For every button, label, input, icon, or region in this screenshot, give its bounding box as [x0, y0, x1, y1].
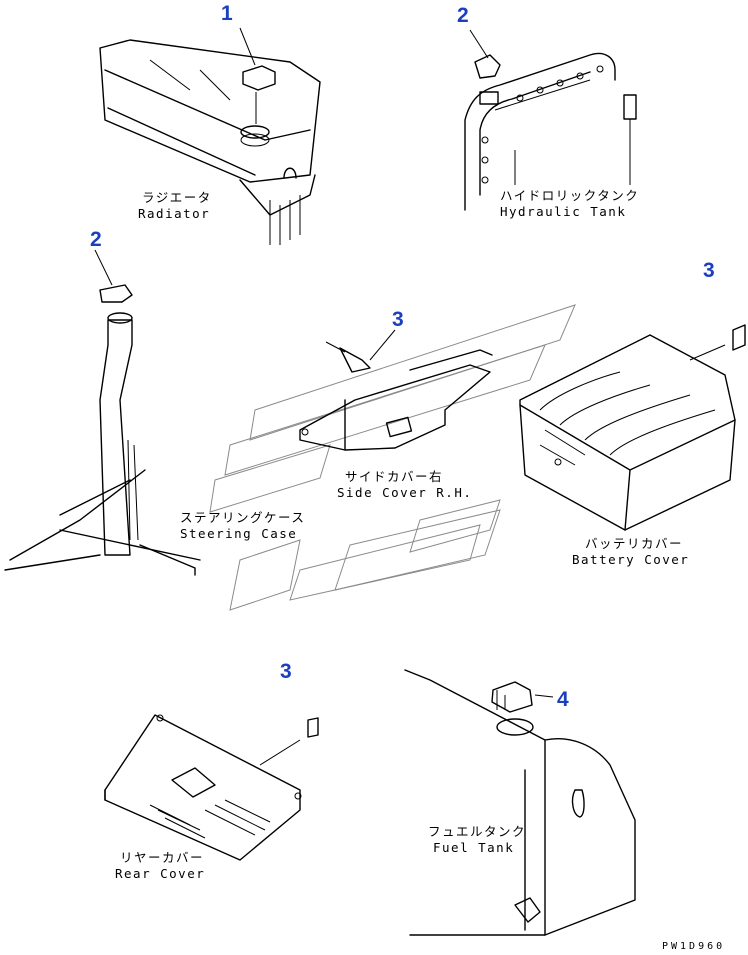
rear-cover-label-jp: リヤーカバー [120, 850, 204, 865]
hydraulic-tank-drawing [464, 29, 637, 211]
side-cover-drawing [299, 329, 493, 451]
radiator-label-en: Radiator [138, 206, 210, 221]
battery-cover-label-jp: バッテリカバー [585, 536, 683, 551]
battery-cover-drawing [519, 324, 746, 531]
side-cover-label-en: Side Cover R.H. [337, 485, 472, 500]
steering-case-label-en: Steering Case [180, 526, 297, 541]
side-cover-label-jp: サイドカバー右 [345, 469, 443, 484]
callout-3-side-cover: 3 [392, 308, 404, 331]
hydraulic-tank-label-en: Hydraulic Tank [500, 204, 626, 219]
rear-cover-label-en: Rear Cover [115, 866, 205, 881]
callout-3-battery: 3 [703, 259, 715, 282]
rear-cover-drawing [104, 714, 319, 861]
hydraulic-tank-label-jp: ハイドロリックタンク [500, 188, 639, 203]
fuel-tank-label-jp: フュエルタンク [428, 824, 526, 839]
fuel-tank-drawing [404, 669, 636, 936]
radiator-drawing [99, 27, 321, 245]
drawing-code: PW1D960 [662, 941, 725, 952]
callout-4: 4 [557, 688, 569, 711]
callout-3-rear-cover: 3 [280, 660, 292, 683]
steering-case-label-jp: ステアリングケース [180, 510, 305, 525]
callout-2-steering: 2 [90, 228, 102, 251]
battery-cover-label-en: Battery Cover [572, 552, 689, 567]
callout-2-hydraulic: 2 [457, 4, 469, 27]
steering-case-drawing [4, 249, 201, 576]
radiator-label-jp: ラジエータ [142, 190, 212, 205]
fuel-tank-label-en: Fuel Tank [433, 840, 514, 855]
callout-1: 1 [221, 2, 233, 25]
watermark-logo [209, 304, 576, 611]
